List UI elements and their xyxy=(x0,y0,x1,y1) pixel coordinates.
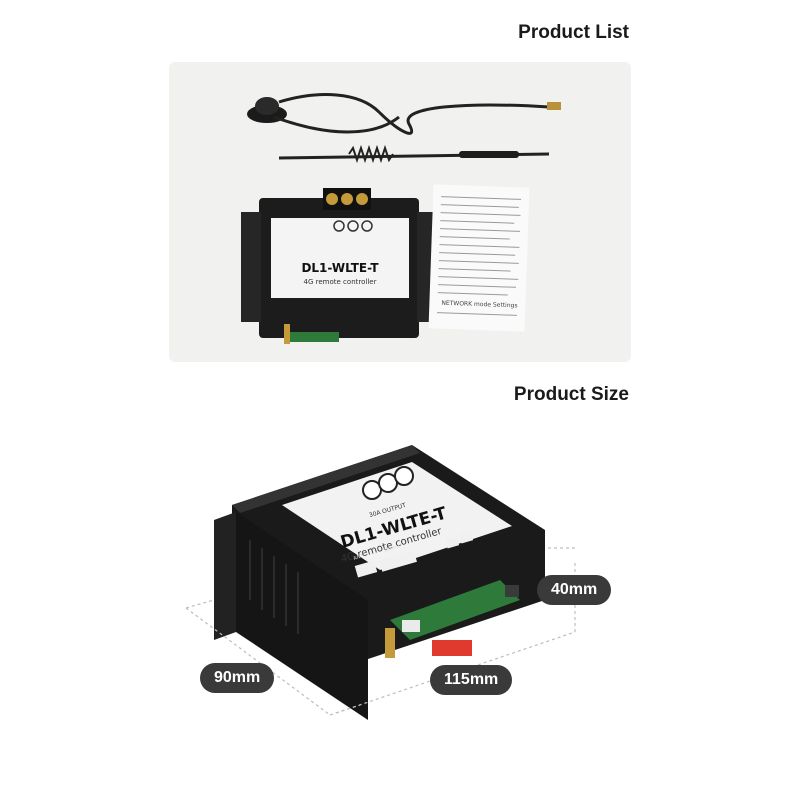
product-list-photo: DL1-WLTE-T 4G remote controller NETWORK … xyxy=(169,62,631,362)
width-dimension-badge: 115mm xyxy=(430,665,513,695)
ant-label: ANT xyxy=(353,553,365,562)
device-top-view: DL1-WLTE-T 4G remote controller xyxy=(241,188,437,344)
device-subtitle-label: 4G remote controller xyxy=(304,278,377,286)
device-model-label: DL1-WLTE-T xyxy=(301,261,379,275)
sensor-label: Sensor xyxy=(383,543,402,554)
device-isometric: DL1-WLTE-T 4G remote controller 30A OUTP… xyxy=(214,445,545,720)
stick-antenna xyxy=(278,144,550,164)
product-list-heading: Product List xyxy=(518,22,629,43)
depth-dimension-badge: 90mm xyxy=(200,663,275,693)
magnetic-antenna xyxy=(247,93,561,135)
height-dimension-badge: 40mm xyxy=(537,575,612,605)
instruction-manual: NETWORK mode Settings xyxy=(428,184,530,332)
manual-footer-text: NETWORK mode Settings xyxy=(441,300,517,310)
product-size-heading: Product Size xyxy=(513,384,629,405)
